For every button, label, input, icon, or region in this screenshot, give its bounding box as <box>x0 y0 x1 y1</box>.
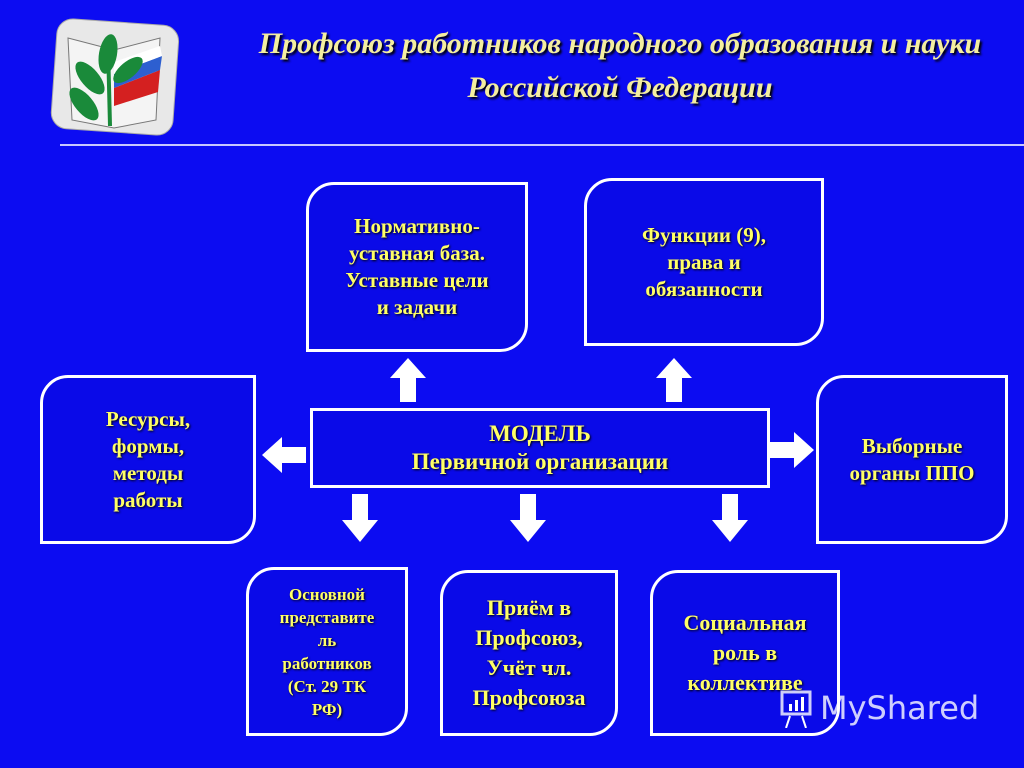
union-logo <box>50 18 180 136</box>
box-representative: Основной представите ль работников (Ст. … <box>246 567 408 736</box>
box-text: Выборные органы ППО <box>849 433 975 485</box>
box-normative-base: Нормативно- уставная база. Уставные цели… <box>306 182 528 352</box>
arrow-down-icon <box>712 494 748 542</box>
arrow-left-icon <box>262 437 306 473</box>
watermark-text: MyShared <box>820 689 980 727</box>
arrow-up-icon <box>390 358 426 402</box>
box-elected-bodies: Выборные органы ППО <box>816 375 1008 544</box>
arrow-down-icon <box>510 494 546 542</box>
box-model-center: МОДЕЛЬ Первичной организации <box>310 408 770 488</box>
title-line-2: Российской Федерации <box>467 71 773 104</box>
arrow-down-icon <box>342 494 378 542</box>
box-social-role: Социальная роль в коллективе <box>650 570 840 736</box>
box-text: МОДЕЛЬ Первичной организации <box>411 421 669 474</box>
watermark: MyShared <box>778 688 979 728</box>
arrow-right-icon <box>770 432 814 468</box>
arrow-up-icon <box>656 358 692 402</box>
box-text: Ресурсы, формы, методы работы <box>105 406 191 512</box>
box-resources: Ресурсы, формы, методы работы <box>40 375 256 544</box>
box-text: Основной представите ль работников (Ст. … <box>279 584 375 719</box>
box-admission: Приём в Профсоюз, Учёт чл. Профсоюза <box>440 570 618 736</box>
box-text: Нормативно- уставная база. Уставные цели… <box>345 214 489 319</box>
presentation-icon <box>780 690 812 728</box>
box-text: Приём в Профсоюз, Учёт чл. Профсоюза <box>472 595 586 710</box>
box-functions: Функции (9), права и обязанности <box>584 178 824 346</box>
box-text: Социальная роль в коллективе <box>683 610 807 695</box>
box-text: Функции (9), права и обязанности <box>641 222 767 301</box>
divider <box>60 144 1024 146</box>
page-title: Профсоюз работников народного образовани… <box>200 22 1024 110</box>
title-line-1: Профсоюз работников народного образовани… <box>258 27 982 60</box>
